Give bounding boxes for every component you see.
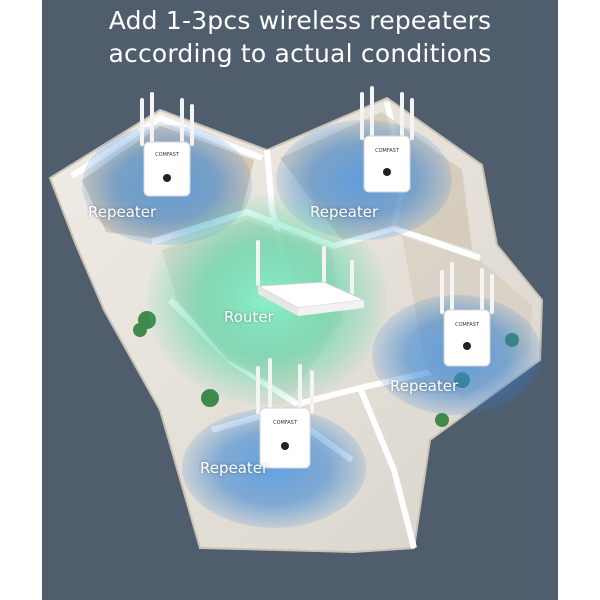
repeater-device-right: COMFAST — [440, 262, 494, 367]
repeater-device-top-left: COMFAST — [140, 92, 194, 197]
product-banner: COMFAST COMFAST C — [42, 0, 558, 600]
label-router: Router — [224, 308, 274, 326]
svg-text:COMFAST: COMFAST — [273, 420, 298, 426]
repeater-device-bottom: COMFAST — [256, 358, 314, 469]
label-repeater-top-left: Repeater — [88, 203, 157, 221]
repeater-device-top-right: COMFAST — [360, 86, 414, 193]
headline: Add 1-3pcs wireless repeaters according … — [42, 4, 558, 70]
headline-line-1: Add 1-3pcs wireless repeaters — [108, 6, 492, 35]
svg-text:COMFAST: COMFAST — [375, 148, 400, 154]
floorplan-illustration: COMFAST COMFAST C — [48, 86, 544, 554]
svg-text:COMFAST: COMFAST — [455, 322, 480, 328]
label-repeater-right: Repeater — [390, 377, 459, 395]
signal-router — [147, 195, 387, 405]
headline-line-2: according to actual conditions — [108, 39, 492, 68]
label-repeater-bottom: Repeater — [200, 459, 269, 477]
label-repeater-top-right: Repeater — [310, 203, 379, 221]
brand-text-1: COMFAST — [155, 152, 180, 158]
router-device — [256, 240, 366, 316]
